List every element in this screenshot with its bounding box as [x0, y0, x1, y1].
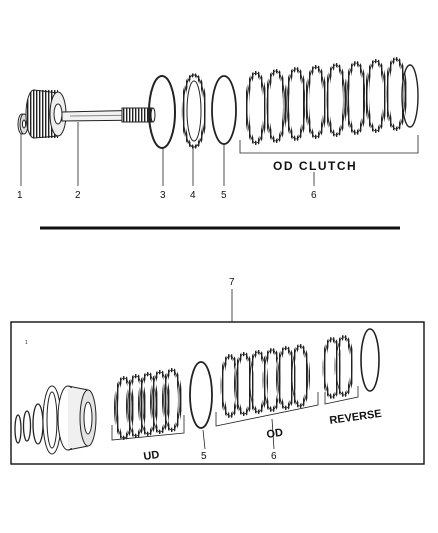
callout-5-kit: 5: [201, 451, 207, 462]
callout-6: 6: [311, 190, 317, 201]
callout-3: 3: [160, 190, 166, 201]
label-ud: UD: [143, 449, 160, 463]
snap-ring-part-3: [148, 75, 176, 149]
kit-thin-ring: [189, 361, 213, 429]
reverse-clutch-pack: [322, 328, 380, 399]
callout-4: 4: [190, 190, 196, 201]
label-reverse: REVERSE: [329, 408, 383, 427]
kit-small-rings: [14, 403, 44, 445]
callout-1: 1: [17, 190, 23, 201]
od-clutch-pack-part-6: [245, 57, 419, 145]
callout-2: 2: [75, 190, 81, 201]
kit-border-frame: [10, 321, 425, 465]
top-leader-lines: [20, 122, 419, 186]
callout-7: 7: [229, 277, 235, 288]
kit-piston-and-seals: [42, 385, 97, 455]
bottom-leader-lines: [111, 386, 359, 450]
thin-ring-part-5: [211, 75, 237, 145]
tiny-mark: 1: [25, 340, 28, 346]
input-shaft-hub-part-2: [25, 89, 156, 139]
label-od: OD: [266, 427, 284, 441]
ud-clutch-pack: [114, 368, 182, 440]
label-od-clutch: OD CLUTCH: [273, 159, 358, 173]
callout-5: 5: [221, 190, 227, 201]
callout-6-kit: 6: [271, 451, 277, 462]
seal-ring-part-4: [181, 73, 207, 149]
od-clutch-pack-kit: [220, 344, 310, 418]
